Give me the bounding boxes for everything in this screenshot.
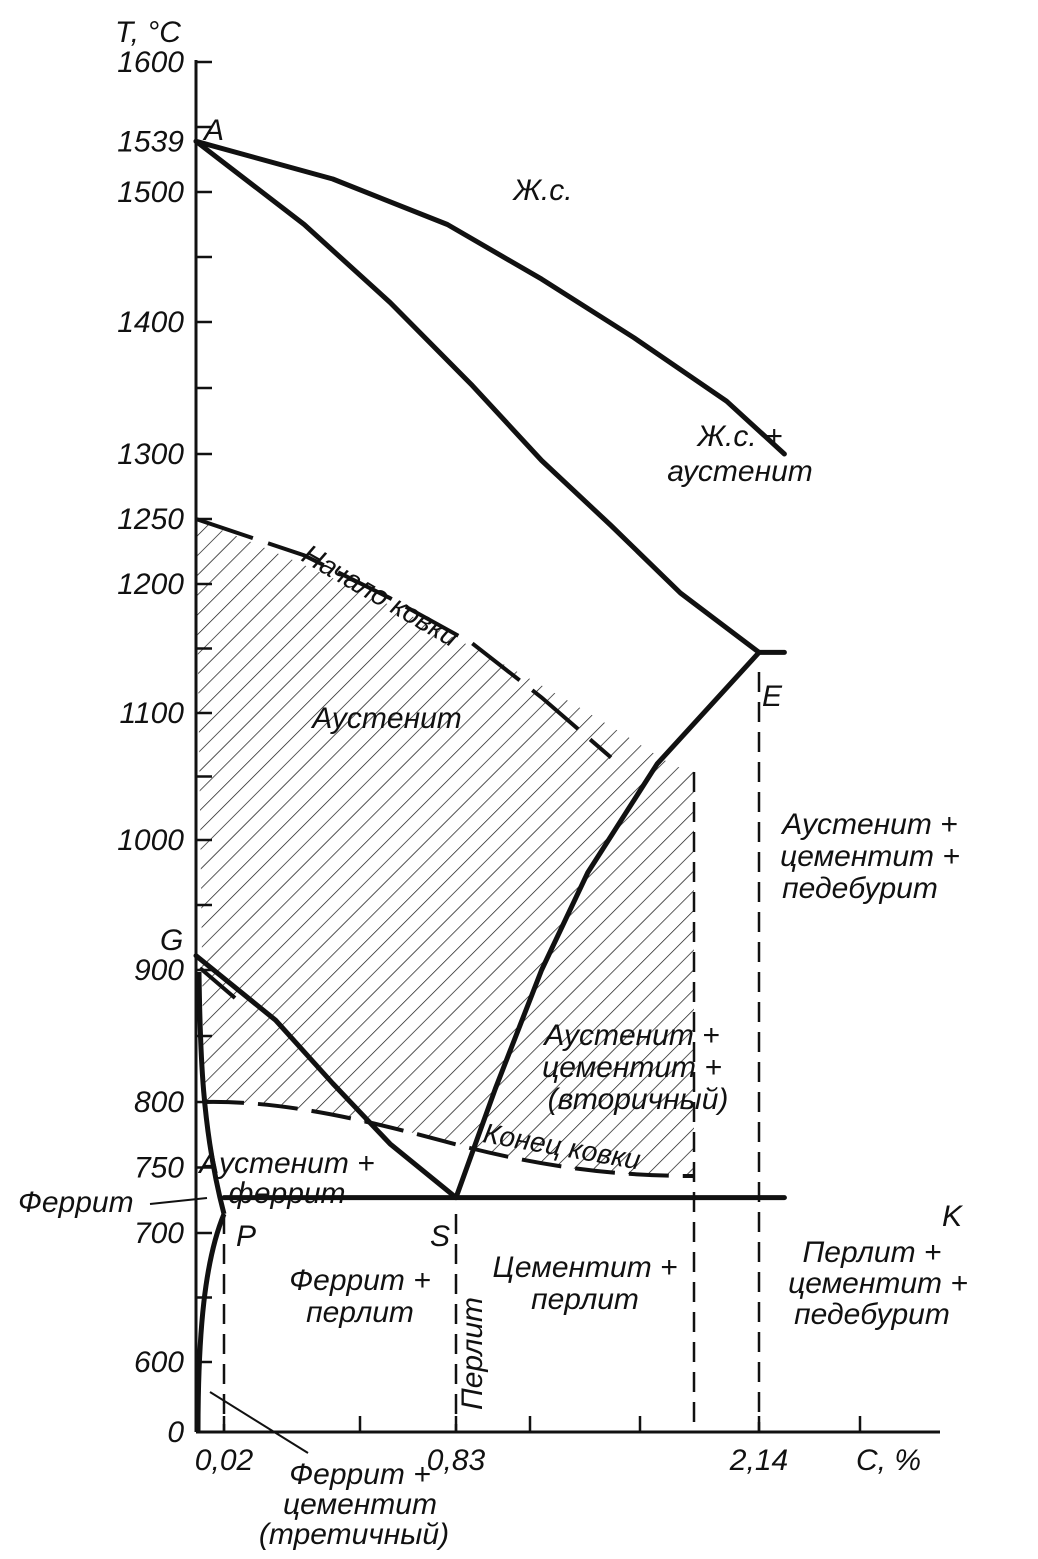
region-label: (третичный) bbox=[259, 1518, 449, 1551]
x-tick-label: 0,83 bbox=[427, 1444, 486, 1477]
y-tick-label: 800 bbox=[134, 1086, 184, 1119]
y-tick-label: 1100 bbox=[119, 697, 184, 730]
region-label: Феррит bbox=[18, 1186, 134, 1219]
region-label: Феррит + bbox=[289, 1264, 430, 1297]
region-label: Ж.с. bbox=[511, 174, 572, 207]
x-tick-label: 2,14 bbox=[729, 1444, 788, 1477]
y-tick-label: 900 bbox=[134, 954, 184, 987]
phase-line bbox=[193, 138, 787, 457]
phase-line bbox=[198, 966, 237, 1000]
region-label: педебурит bbox=[782, 872, 938, 905]
region-label: педебурит bbox=[794, 1298, 950, 1331]
forging-start-line bbox=[195, 517, 613, 760]
forging-area bbox=[196, 520, 694, 1176]
y-tick-label: 750 bbox=[134, 1152, 184, 1185]
x-tick-label: 0,02 bbox=[195, 1444, 254, 1477]
phase-line bbox=[193, 953, 459, 1201]
y-tick-label: 600 bbox=[134, 1346, 184, 1379]
region-label: Аустенит + bbox=[780, 808, 957, 841]
phase-line-PQ bbox=[195, 1213, 227, 1433]
x-tick-labels: 0,02 0,83 2,14 bbox=[195, 1444, 788, 1477]
point-label-A: A bbox=[202, 114, 224, 147]
phase-line-GP bbox=[196, 971, 227, 1215]
y-tick-label: 1600 bbox=[117, 46, 184, 79]
phase-line bbox=[193, 138, 762, 655]
region-label: Цементит + bbox=[492, 1251, 677, 1284]
forging-end-line bbox=[203, 1099, 695, 1178]
point-label-E: E bbox=[762, 680, 783, 713]
region-label: Аустенит + bbox=[542, 1019, 719, 1052]
y-tick-label: 1000 bbox=[117, 824, 184, 857]
dashed-lines bbox=[222, 672, 761, 1432]
region-label: цементит + bbox=[780, 840, 960, 873]
y-tick-labels: 1600 1539 1500 1400 1300 1250 1200 1100 1000 900 8… bbox=[117, 46, 184, 1449]
y-tick-label: 1300 bbox=[117, 438, 184, 471]
y-tick-label: 1539 bbox=[117, 125, 184, 158]
region-label: цементит + bbox=[788, 1267, 968, 1300]
y-tick-label: 700 bbox=[134, 1217, 184, 1250]
y-tick-label: 0 bbox=[167, 1416, 184, 1449]
region-label: Аустенит bbox=[310, 702, 462, 735]
y-tick-label: 1400 bbox=[117, 306, 184, 339]
region-label: цементит bbox=[283, 1488, 437, 1521]
region-label: Перлит bbox=[456, 1297, 489, 1410]
point-label-G: G bbox=[160, 924, 183, 957]
y-axis-label: T, °C bbox=[115, 16, 181, 49]
region-label: Ж.с. + bbox=[695, 420, 782, 453]
y-tick-label: 1200 bbox=[117, 568, 184, 601]
x-axis-label: C, % bbox=[856, 1444, 921, 1477]
ferrite-cementite-pointer bbox=[209, 1391, 309, 1454]
region-label: феррит bbox=[228, 1177, 345, 1210]
ferrite-pointer bbox=[149, 1197, 208, 1205]
point-label-S: S bbox=[430, 1220, 450, 1253]
forging-lines bbox=[195, 517, 695, 1178]
region-label: Аустенит + bbox=[197, 1147, 374, 1180]
axes bbox=[194, 60, 940, 1434]
y-tick-label: 1500 bbox=[117, 176, 184, 209]
region-label: Перлит + bbox=[803, 1236, 942, 1269]
point-labels: A G E P S K bbox=[160, 114, 964, 1253]
region-label: перлит bbox=[531, 1283, 639, 1316]
phase-lines bbox=[193, 138, 787, 1433]
phase-line bbox=[453, 649, 762, 1201]
y-tick-label: 1250 bbox=[117, 503, 184, 536]
region-label: цементит + bbox=[542, 1051, 722, 1084]
point-label-P: P bbox=[236, 1220, 256, 1253]
region-label: аустенит bbox=[667, 455, 813, 488]
region-label: перлит bbox=[306, 1296, 414, 1329]
region-label: (вторичный) bbox=[548, 1083, 729, 1116]
region-label: Феррит + bbox=[289, 1458, 430, 1491]
point-label-K: K bbox=[942, 1200, 964, 1233]
